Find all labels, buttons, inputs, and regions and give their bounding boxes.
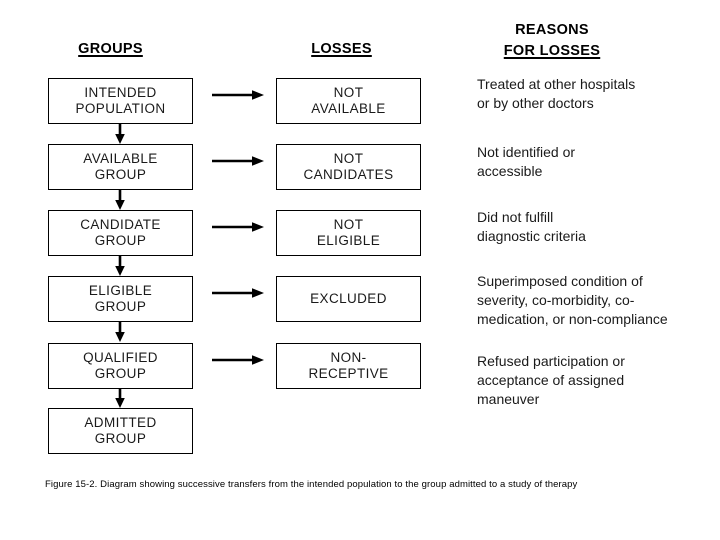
box-label-line: POPULATION xyxy=(75,101,166,116)
arrow-down-icon xyxy=(115,322,125,342)
reason-text-non-receptive: Refused participation or acceptance of a… xyxy=(477,352,720,409)
box-label-line: AVAILABLE xyxy=(83,151,158,166)
figure-caption: Figure 15-2. Diagram showing successive … xyxy=(45,479,578,490)
box-label-line: QUALIFIED xyxy=(83,350,158,365)
reason-line: acceptance of assigned xyxy=(477,372,625,388)
column-header-groups: GROUPS xyxy=(78,41,143,57)
reason-line: severity, co-morbidity, co- xyxy=(477,292,635,308)
arrow-down-icon xyxy=(115,124,125,144)
column-header-reasons-line2: FOR LOSSES xyxy=(503,43,601,59)
box-label-line: NON- xyxy=(330,350,367,365)
loss-box-not-candidates: NOT CANDIDATES xyxy=(276,144,421,190)
loss-box-not-eligible: NOT ELIGIBLE xyxy=(276,210,421,256)
reason-line: accessible xyxy=(477,163,543,179)
reason-line: medication, or non-compliance xyxy=(477,311,668,327)
reason-text-not-candidates: Not identified or accessible xyxy=(477,143,720,181)
arrow-right-icon xyxy=(212,288,264,298)
box-label-line: GROUP xyxy=(94,366,147,381)
group-box-qualified-group: QUALIFIED GROUP xyxy=(48,343,193,389)
arrow-right-icon xyxy=(212,355,264,365)
box-label-line: RECEPTIVE xyxy=(308,366,389,381)
reason-text-not-available: Treated at other hospitals or by other d… xyxy=(477,75,720,113)
box-label-line: GROUP xyxy=(94,299,147,314)
group-box-available-group: AVAILABLE GROUP xyxy=(48,144,193,190)
arrow-right-icon xyxy=(212,90,264,100)
column-header-losses: LOSSES xyxy=(311,41,372,57)
group-box-intended-population: INTENDED POPULATION xyxy=(48,78,193,124)
box-label-line: INTENDED xyxy=(84,85,157,100)
reason-line: Treated at other hospitals xyxy=(477,76,636,92)
box-label-line: ADMITTED xyxy=(84,415,157,430)
arrow-right-icon xyxy=(212,222,264,232)
column-header-reasons: REASONS FOR LOSSES xyxy=(462,20,642,62)
box-label-line: CANDIDATES xyxy=(303,167,394,182)
reason-line: or by other doctors xyxy=(477,95,594,111)
box-label-line: GROUP xyxy=(94,233,147,248)
arrow-down-icon xyxy=(115,256,125,276)
reason-line: Did not fulfill xyxy=(477,209,554,225)
box-label-line: GROUP xyxy=(94,431,147,446)
box-label-line: ELIGIBLE xyxy=(88,283,153,298)
reason-line: Not identified or xyxy=(477,144,576,160)
box-label-line: NOT xyxy=(333,151,364,166)
group-box-admitted-group: ADMITTED GROUP xyxy=(48,408,193,454)
reason-text-excluded: Superimposed condition of severity, co-m… xyxy=(477,272,720,329)
reason-line: Superimposed condition of xyxy=(477,273,643,289)
arrow-right-icon xyxy=(212,156,264,166)
loss-box-excluded: EXCLUDED xyxy=(276,276,421,322)
reason-line: maneuver xyxy=(477,391,540,407)
box-label-line: GROUP xyxy=(94,167,147,182)
box-label-line: AVAILABLE xyxy=(311,101,386,116)
column-header-reasons-line1: REASONS xyxy=(515,22,589,38)
box-label-line: ELIGIBLE xyxy=(316,233,381,248)
group-box-candidate-group: CANDIDATE GROUP xyxy=(48,210,193,256)
reason-line: Refused participation or xyxy=(477,353,625,369)
box-label-line: NOT xyxy=(333,85,364,100)
group-box-eligible-group: ELIGIBLE GROUP xyxy=(48,276,193,322)
arrow-down-icon xyxy=(115,389,125,408)
box-label-line: EXCLUDED xyxy=(310,291,387,306)
loss-box-non-receptive: NON- RECEPTIVE xyxy=(276,343,421,389)
reason-line: diagnostic criteria xyxy=(477,228,586,244)
box-label-line: CANDIDATE xyxy=(80,217,161,232)
box-label-line: NOT xyxy=(333,217,364,232)
loss-box-not-available: NOT AVAILABLE xyxy=(276,78,421,124)
reason-text-not-eligible: Did not fulfill diagnostic criteria xyxy=(477,208,720,246)
arrow-down-icon xyxy=(115,190,125,210)
